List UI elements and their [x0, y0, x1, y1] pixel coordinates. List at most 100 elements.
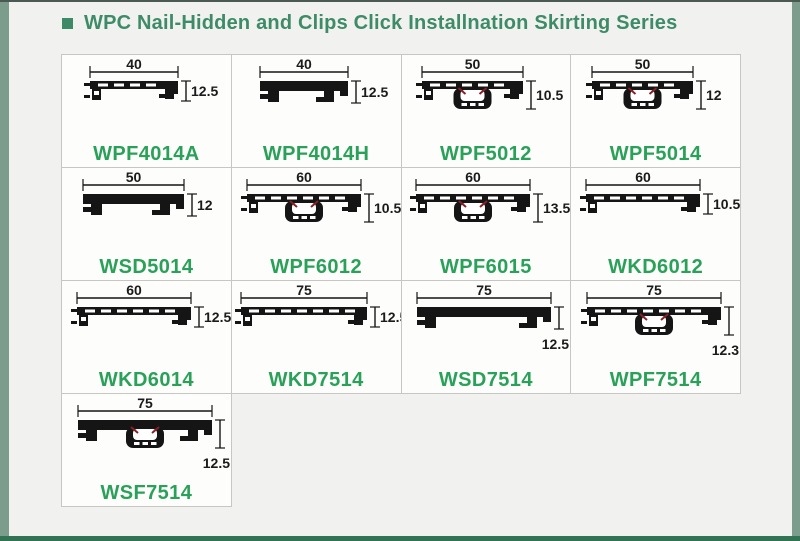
width-dimension-label: 40 — [126, 56, 142, 72]
height-dimension: 12.5 — [180, 80, 218, 102]
height-dimension: 12 — [696, 80, 722, 110]
height-dimension-label: 12.5 — [204, 309, 231, 325]
right-border-strip — [792, 0, 800, 541]
section-header: WPC Nail-Hidden and Clips Click Installn… — [62, 12, 677, 35]
width-dimension-label: 60 — [635, 169, 651, 185]
product-name: WPF6012 — [270, 256, 362, 278]
product-name: WKD6012 — [608, 256, 704, 278]
height-dimension-label: 10.5 — [536, 87, 563, 103]
height-dimension-label: 13.5 — [543, 200, 570, 216]
profile-drawing: 40 12.5 — [83, 56, 218, 102]
width-dimension: 75 — [586, 282, 722, 304]
width-dimension-label: 60 — [466, 169, 482, 185]
width-dimension-label: 50 — [465, 56, 481, 72]
width-dimension: 60 — [415, 169, 531, 191]
width-dimension: 50 — [82, 169, 185, 191]
width-dimension-label: 50 — [126, 169, 142, 185]
height-dimension-label: 12.5 — [203, 455, 230, 471]
height-dimension-label: 12.3 — [712, 342, 739, 358]
height-dimension-label: 10.5 — [374, 200, 401, 216]
width-dimension: 60 — [246, 169, 362, 191]
profile-drawing: 75 12.3 — [581, 282, 739, 358]
width-dimension-label: 40 — [296, 56, 312, 72]
profile-drawing: 60 12.5 — [70, 282, 231, 328]
height-dimension: 12.5 — [203, 419, 230, 471]
height-dimension: 12.5 — [350, 80, 388, 104]
width-dimension: 50 — [591, 56, 694, 78]
width-dimension: 75 — [240, 282, 368, 304]
height-dimension: 12.5 — [193, 306, 231, 328]
height-dimension-label: 12.5 — [361, 84, 388, 100]
profile-shape — [240, 194, 361, 222]
profile-drawing: 50 10.5 — [416, 56, 564, 110]
profile-shape — [234, 307, 367, 326]
profile-drawing: 40 12.5 — [259, 56, 388, 104]
height-dimension-label: 12.5 — [542, 336, 569, 352]
left-border-strip — [0, 0, 9, 541]
width-dimension-label: 75 — [477, 282, 493, 298]
profile-shape — [83, 81, 178, 100]
width-dimension-label: 75 — [296, 282, 312, 298]
profile-drawing: 75 12.5 — [416, 282, 570, 352]
product-name: WKD7514 — [268, 369, 364, 391]
profile-drawing: 50 12 — [82, 169, 213, 217]
height-dimension: 12.5 — [542, 306, 570, 352]
width-dimension: 40 — [89, 56, 179, 78]
height-dimension: 10.5 — [526, 80, 564, 110]
height-dimension-label: 12 — [197, 197, 213, 213]
profile-shape — [416, 81, 524, 109]
profile-shape — [82, 194, 184, 215]
product-name: WSF7514 — [100, 482, 193, 504]
product-name: WKD6014 — [98, 369, 194, 391]
page-title: WPC Nail-Hidden and Clips Click Installn… — [84, 12, 678, 34]
width-dimension-label: 60 — [126, 282, 142, 298]
profile-shape — [259, 81, 348, 102]
height-dimension-label: 10.5 — [713, 196, 740, 212]
profile-shape — [70, 307, 191, 326]
height-dimension: 12.3 — [712, 306, 739, 358]
width-dimension: 75 — [416, 282, 552, 304]
bottom-border-strip — [0, 536, 800, 541]
width-dimension: 60 — [76, 282, 192, 304]
product-name: WPF5012 — [440, 143, 532, 165]
width-dimension: 75 — [77, 395, 213, 417]
height-dimension: 13.5 — [533, 193, 571, 223]
width-dimension: 50 — [421, 56, 524, 78]
profile-drawing: 60 13.5 — [410, 169, 571, 223]
width-dimension-label: 75 — [137, 395, 153, 411]
product-name: WPF4014H — [262, 143, 370, 165]
height-dimension-label: 12.5 — [191, 83, 218, 99]
product-name: WSD7514 — [438, 369, 533, 391]
height-dimension: 12 — [186, 193, 213, 217]
profile-shape — [581, 307, 722, 335]
width-dimension: 40 — [259, 56, 349, 78]
product-name: WPF6015 — [440, 256, 532, 278]
width-dimension-label: 75 — [646, 282, 662, 298]
profile-drawing: 60 10.5 — [580, 169, 741, 215]
profile-drawing: 75 12.5 — [77, 395, 230, 471]
product-name: WPF4014A — [93, 143, 200, 165]
height-dimension-label: 12.5 — [380, 309, 407, 325]
product-name: WPF7514 — [609, 369, 702, 391]
profile-shape — [586, 81, 694, 109]
profile-shape — [410, 194, 531, 222]
height-dimension: 12.5 — [369, 306, 407, 328]
profile-drawing: 75 12.5 — [234, 282, 407, 328]
profile-drawing: 60 10.5 — [240, 169, 401, 223]
height-dimension: 10.5 — [363, 193, 401, 223]
height-dimension-label: 12 — [706, 87, 722, 103]
width-dimension-label: 50 — [635, 56, 651, 72]
